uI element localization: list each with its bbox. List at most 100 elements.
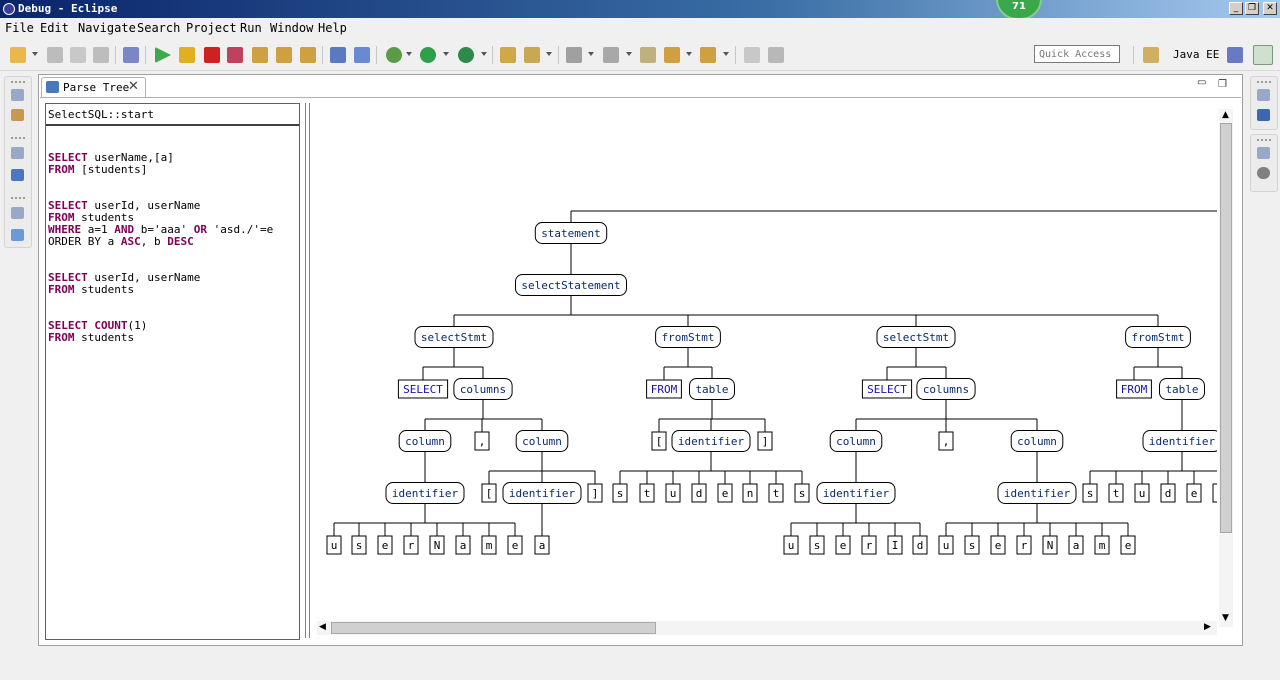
tree-token-node[interactable]: ] xyxy=(587,483,603,503)
tree-rule-node[interactable]: identifier xyxy=(997,482,1077,504)
step-over-icon[interactable] xyxy=(276,47,292,63)
tree-rule-node[interactable]: table xyxy=(1159,378,1205,400)
tree-token-node[interactable]: SELECT xyxy=(861,379,913,399)
horizontal-scroll-thumb[interactable] xyxy=(331,622,656,634)
tree-token-node[interactable]: e xyxy=(1186,483,1202,503)
use-step-filters-icon[interactable] xyxy=(354,47,370,63)
restore-icon[interactable] xyxy=(11,207,24,219)
tree-token-node[interactable]: m xyxy=(481,535,497,555)
task-list-icon[interactable] xyxy=(1257,167,1270,179)
run-external-tools-icon[interactable] xyxy=(458,47,474,63)
skip-breakpoints-icon[interactable] xyxy=(123,47,139,63)
tree-token-node[interactable]: e xyxy=(990,535,1006,555)
drop-to-frame-icon[interactable] xyxy=(330,47,346,63)
tree-token-node[interactable]: d xyxy=(691,483,707,503)
tree-rule-node[interactable]: column xyxy=(398,430,452,452)
pane-splitter[interactable] xyxy=(305,103,310,638)
forward-icon[interactable] xyxy=(700,47,716,63)
tree-rule-node[interactable]: selectStatement xyxy=(515,274,627,296)
tree-token-node[interactable]: s xyxy=(794,483,810,503)
tree-token-node[interactable]: u xyxy=(1134,483,1150,503)
tab-parse-tree[interactable]: Parse Tree ✕ xyxy=(41,77,146,98)
tree-token-node[interactable]: e xyxy=(507,535,523,555)
maximize-button[interactable]: ❐ xyxy=(1245,2,1259,15)
debug-view-icon[interactable] xyxy=(11,109,24,121)
menu-search[interactable]: Search xyxy=(137,21,181,35)
tree-rule-node[interactable]: column xyxy=(515,430,569,452)
tree-rule-node[interactable]: identifier xyxy=(1142,430,1217,452)
tree-token-node[interactable]: m xyxy=(1094,535,1110,555)
tree-token-node[interactable]: r xyxy=(861,535,877,555)
menu-project[interactable]: Project xyxy=(186,21,237,35)
menu-edit[interactable]: Edit xyxy=(40,21,69,35)
tree-token-node[interactable]: r xyxy=(403,535,419,555)
menu-window[interactable]: Window xyxy=(270,21,314,35)
tree-token-node[interactable]: u xyxy=(665,483,681,503)
menu-file[interactable]: File xyxy=(5,21,34,35)
tree-token-node[interactable]: t xyxy=(768,483,784,503)
tree-rule-node[interactable]: table xyxy=(689,378,735,400)
horizontal-scrollbar[interactable]: ◀ ▶ xyxy=(317,621,1217,635)
java-ee-perspective[interactable]: Java EE xyxy=(1173,48,1220,61)
disconnect-icon[interactable] xyxy=(227,47,243,63)
tree-token-node[interactable]: u xyxy=(326,535,342,555)
suspend-icon[interactable] xyxy=(179,47,195,63)
tree-token-node[interactable]: e xyxy=(717,483,733,503)
menu-run[interactable]: Run xyxy=(240,21,262,35)
vertical-scroll-thumb[interactable] xyxy=(1220,123,1232,533)
next-annotation-icon[interactable] xyxy=(566,47,582,63)
menu-navigate[interactable]: Navigate xyxy=(78,21,136,35)
tree-token-node[interactable]: t xyxy=(1108,483,1124,503)
tree-token-node[interactable]: s xyxy=(351,535,367,555)
tree-token-node[interactable]: n xyxy=(742,483,758,503)
toggle-view-icon[interactable] xyxy=(768,47,784,63)
tree-token-node[interactable]: FROM xyxy=(646,379,682,399)
tree-token-node[interactable]: s xyxy=(1082,483,1098,503)
tree-token-node[interactable]: r xyxy=(1016,535,1032,555)
outline-icon[interactable] xyxy=(11,229,24,241)
tree-token-node[interactable]: SELECT xyxy=(397,379,449,399)
debug-icon[interactable] xyxy=(386,47,402,63)
restore-icon[interactable] xyxy=(1257,147,1270,159)
tree-rule-node[interactable]: selectStmt xyxy=(414,326,494,348)
tree-token-node[interactable]: d xyxy=(912,535,928,555)
search-icon[interactable] xyxy=(524,47,540,63)
vertical-scrollbar[interactable]: ▲ ▼ xyxy=(1219,109,1233,627)
back-icon[interactable] xyxy=(664,47,680,63)
variables-icon[interactable] xyxy=(1257,109,1270,121)
tree-rule-node[interactable]: identifier xyxy=(816,482,896,504)
tree-token-node[interactable]: FROM xyxy=(1116,379,1152,399)
restore-icon[interactable] xyxy=(11,147,24,159)
tree-token-node[interactable]: e xyxy=(377,535,393,555)
tree-rule-node[interactable]: fromStmt xyxy=(1125,326,1191,348)
tree-token-node[interactable]: ] xyxy=(757,431,773,451)
save-icon[interactable] xyxy=(47,47,63,63)
restore-icon[interactable] xyxy=(11,89,24,101)
open-perspective-icon[interactable] xyxy=(1143,47,1159,63)
tree-token-node[interactable]: e xyxy=(835,535,851,555)
save-all-icon[interactable] xyxy=(70,47,86,63)
tree-rule-node[interactable]: selectStmt xyxy=(876,326,956,348)
restore-icon[interactable] xyxy=(1257,89,1270,101)
tree-token-node[interactable]: t xyxy=(639,483,655,503)
last-edit-icon[interactable] xyxy=(640,47,656,63)
tree-token-node[interactable]: d xyxy=(1160,483,1176,503)
close-button[interactable]: ✕ xyxy=(1263,2,1277,15)
tree-token-node[interactable]: n xyxy=(1212,483,1217,503)
tree-token-node[interactable]: I xyxy=(887,535,903,555)
tree-token-node[interactable]: N xyxy=(1042,535,1058,555)
run-icon[interactable] xyxy=(420,47,436,63)
tree-rule-node[interactable]: column xyxy=(829,430,883,452)
tree-rule-node[interactable]: identifier xyxy=(502,482,582,504)
new-icon[interactable] xyxy=(10,47,26,63)
tree-rule-node[interactable]: fromStmt xyxy=(655,326,721,348)
sql-source-text[interactable]: SELECT userName,[a]FROM [students]SELECT… xyxy=(48,152,273,344)
tree-token-node[interactable]: a xyxy=(1068,535,1084,555)
tree-token-node[interactable]: N xyxy=(429,535,445,555)
tree-token-node[interactable]: [ xyxy=(651,431,667,451)
maximize-view-button[interactable]: ❐ xyxy=(1218,79,1227,90)
active-perspective-icon[interactable] xyxy=(1253,45,1273,65)
previous-annotation-icon[interactable] xyxy=(603,47,619,63)
close-tab-icon[interactable]: ✕ xyxy=(128,79,139,94)
pin-editor-icon[interactable] xyxy=(744,47,760,63)
